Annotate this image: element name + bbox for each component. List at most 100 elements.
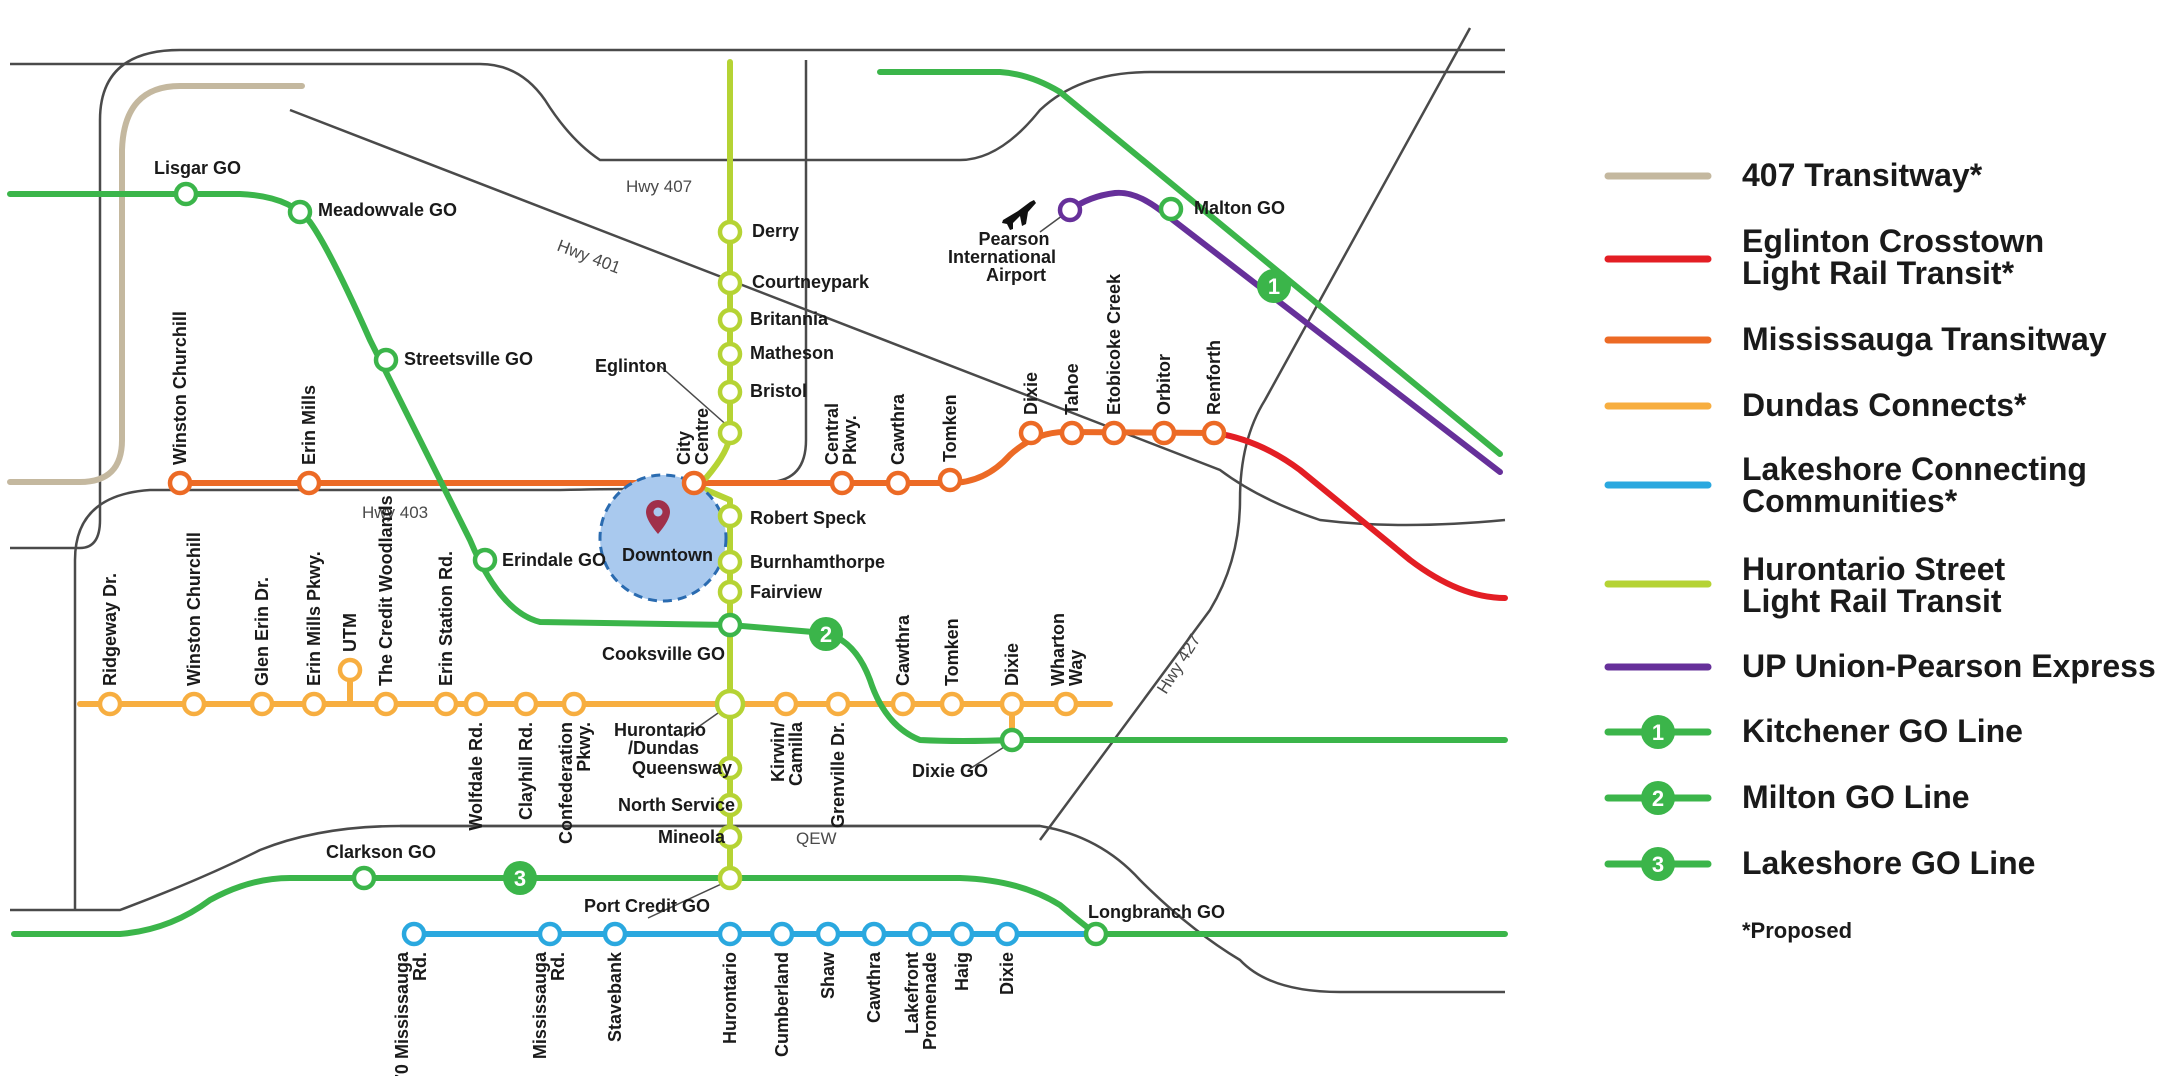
stop-lisgar-go[interactable]: [173, 181, 199, 207]
legend-badge-kitchener: [1641, 715, 1675, 749]
stop-ls-haig[interactable]: [949, 921, 975, 947]
stop-derry[interactable]: [717, 219, 743, 245]
stop-longbranch-go[interactable]: [1083, 921, 1109, 947]
stop-tw-winston[interactable]: [167, 470, 193, 496]
stop-du-dixie[interactable]: [999, 691, 1025, 717]
stop-queensway[interactable]: [717, 755, 743, 781]
stop-ls-70[interactable]: [401, 921, 427, 947]
airport-label-1: Pearson: [978, 229, 1049, 249]
stop-du-wharton[interactable]: [1053, 691, 1079, 717]
label-ls-miss-2: Rd.: [548, 952, 568, 981]
label-du-erin: Erin Mills Pkwy.: [304, 551, 324, 686]
hwy-401-label: Hwy 401: [555, 236, 624, 277]
stop-ls-cumberland[interactable]: [769, 921, 795, 947]
stop-ls-shaw[interactable]: [815, 921, 841, 947]
transitway-line: [177, 429, 1218, 486]
stop-streetsville-go[interactable]: [373, 347, 399, 373]
stop-ls-hurontario[interactable]: [717, 921, 743, 947]
stop-tw-erin[interactable]: [296, 470, 322, 496]
stop-du-erin[interactable]: [301, 691, 327, 717]
stop-du-glen[interactable]: [249, 691, 275, 717]
stop-du-wolfdale[interactable]: [463, 691, 489, 717]
map-pin-icon: [646, 500, 670, 534]
stop-fairview[interactable]: [717, 579, 743, 605]
stop-matheson[interactable]: [717, 341, 743, 367]
stop-tw-central[interactable]: [829, 470, 855, 496]
stop-ls-cawthra[interactable]: [861, 921, 887, 947]
airport-label-2: International: [948, 247, 1056, 267]
stop-ls-miss[interactable]: [537, 921, 563, 947]
legend-note: *Proposed: [1742, 918, 1852, 943]
label-hurontario-dundas-2: /Dundas: [628, 738, 699, 758]
stop-dixie-go[interactable]: [999, 727, 1025, 753]
label-ls-cumberland: Cumberland: [772, 952, 792, 1057]
label-longbranch-go: Longbranch GO: [1088, 902, 1225, 922]
stop-britannia[interactable]: [717, 307, 743, 333]
label-erindale-go: Erindale GO: [502, 550, 606, 570]
airport[interactable]: Pearson International Airport: [948, 200, 1071, 285]
stop-tw-orbitor[interactable]: [1151, 420, 1177, 446]
stop-up-pearson[interactable]: [1057, 197, 1083, 223]
label-mineola: Mineola: [658, 827, 726, 847]
stop-du-utm[interactable]: [337, 657, 363, 683]
stop-bristol[interactable]: [717, 379, 743, 405]
label-queensway: Queensway: [632, 758, 732, 778]
stop-tw-cawthra[interactable]: [885, 470, 911, 496]
stop-clarkson-go[interactable]: [351, 865, 377, 891]
stop-tw-dixie[interactable]: [1018, 420, 1044, 446]
stop-north-service[interactable]: [717, 792, 743, 818]
stop-courtneypark[interactable]: [717, 270, 743, 296]
stop-burnhamthorpe[interactable]: [717, 549, 743, 575]
stop-du-kirwin[interactable]: [773, 691, 799, 717]
hwy-403-label: Hwy 403: [362, 503, 428, 522]
svg-text:1: 1: [1268, 274, 1280, 299]
stop-malton-go[interactable]: [1158, 196, 1184, 222]
label-tw-renforth: Renforth: [1204, 340, 1224, 415]
label-lisgar-go: Lisgar GO: [154, 158, 241, 178]
stop-tw-city[interactable]: [681, 470, 707, 496]
stop-tw-tomken[interactable]: [937, 467, 963, 493]
stop-ls-stavebank[interactable]: [602, 921, 628, 947]
stop-ls-lakefront[interactable]: [907, 921, 933, 947]
stop-tw-etobicoke[interactable]: [1101, 420, 1127, 446]
hwy-407-road: [10, 62, 1505, 162]
stop-du-confed[interactable]: [561, 691, 587, 717]
svg-text:2: 2: [1652, 786, 1664, 811]
stop-tw-renforth[interactable]: [1201, 420, 1227, 446]
stop-meadowvale-go[interactable]: [287, 199, 313, 225]
stop-ls-dixie[interactable]: [994, 921, 1020, 947]
label-meadowvale-go: Meadowvale GO: [318, 200, 457, 220]
stop-tw-tahoe[interactable]: [1059, 420, 1085, 446]
label-du-tomken: Tomken: [942, 618, 962, 686]
stop-du-clayhill[interactable]: [513, 691, 539, 717]
label-clarkson-go: Clarkson GO: [326, 842, 436, 862]
label-tw-erin: Erin Mills: [299, 385, 319, 465]
stop-mineola[interactable]: [717, 824, 743, 850]
kitchener-badge: [1257, 269, 1291, 303]
stop-du-winston[interactable]: [181, 691, 207, 717]
label-eglinton: Eglinton: [595, 356, 667, 376]
stop-du-tomken[interactable]: [939, 691, 965, 717]
legend: 407 Transitway* Eglinton Crosstown Light…: [1604, 157, 2156, 943]
label-du-clayhill: Clayhill Rd.: [516, 722, 536, 820]
stop-du-erin-station[interactable]: [433, 691, 459, 717]
stop-hurontario-dundas[interactable]: [714, 688, 746, 720]
stop-du-ridgeway[interactable]: [97, 691, 123, 717]
stop-du-grenville[interactable]: [825, 691, 851, 717]
label-bristol: Bristol: [750, 381, 807, 401]
stop-du-cawthra[interactable]: [890, 691, 916, 717]
downtown-area[interactable]: Downtown: [598, 473, 728, 603]
stop-port-credit-go[interactable]: [717, 865, 743, 891]
label-du-wharton-2: Way: [1066, 650, 1086, 686]
svg-text:1: 1: [1652, 720, 1664, 745]
legend-label-hurontario-2: Light Rail Transit: [1742, 583, 2002, 619]
stop-eglinton[interactable]: [717, 420, 743, 446]
stop-erindale-go[interactable]: [472, 547, 498, 573]
stop-robert-speck[interactable]: [717, 503, 743, 529]
up-express-line: [1067, 189, 1503, 475]
stop-cooksville-go[interactable]: [717, 612, 743, 638]
legend-label-transitway: Mississauga Transitway: [1742, 321, 2107, 357]
stop-du-credit[interactable]: [373, 691, 399, 717]
label-ls-stavebank: Stavebank: [605, 951, 625, 1042]
label-tw-orbitor: Orbitor: [1154, 354, 1174, 415]
